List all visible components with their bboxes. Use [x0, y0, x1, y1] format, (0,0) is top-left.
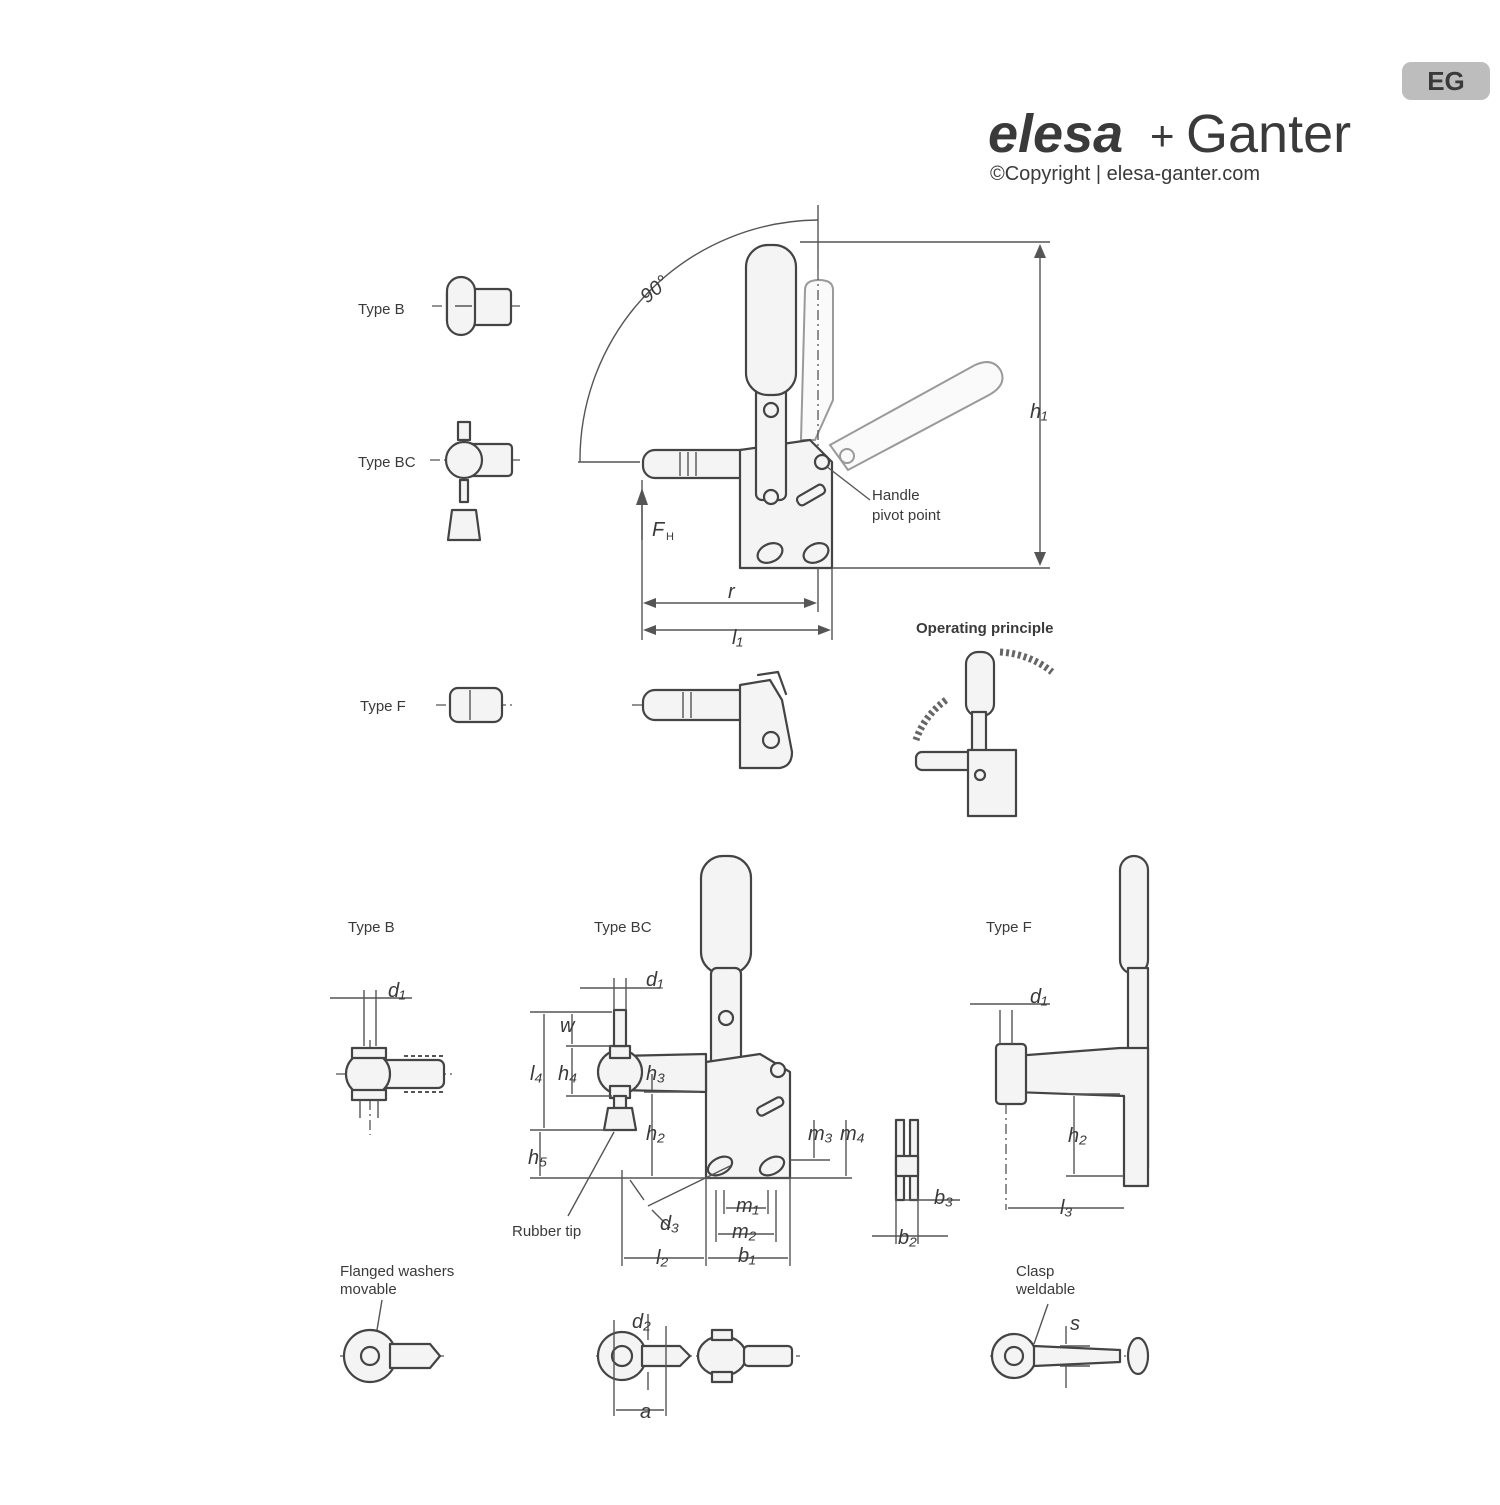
handle-pivot-label-2: pivot point: [872, 507, 941, 524]
flanged-label-1: Flanged washers: [340, 1263, 454, 1280]
dim-fh: F: [652, 519, 666, 541]
dim-m1: m₁: [736, 1195, 759, 1217]
dim-m3: m₃: [808, 1123, 833, 1145]
eg-badge-icon: [1402, 62, 1490, 100]
clasp-weldable-view: Clasp weldable s: [990, 1263, 1150, 1388]
dim-s: s: [1070, 1313, 1080, 1335]
operating-principle-label: Operating principle: [916, 620, 1054, 637]
flanged-label-2: movable: [340, 1281, 397, 1298]
brand-copyright: ©Copyright | elesa-ganter.com: [990, 163, 1260, 185]
dim-l2: l₂: [656, 1247, 668, 1269]
eg-badge-text: EG: [1427, 66, 1465, 96]
type-bc-top-bottom-view: a d₂: [596, 1311, 800, 1423]
dim-m2: m₂: [732, 1221, 757, 1243]
dim-w: w: [560, 1015, 576, 1037]
rubber-tip-label: Rubber tip: [512, 1223, 581, 1240]
clasp-label-1: Clasp: [1016, 1263, 1054, 1280]
dim-d2: d₂: [632, 1311, 651, 1333]
brand-name-right: Ganter: [1186, 104, 1351, 164]
operating-principle: Operating principle: [912, 620, 1055, 818]
type-f-top-view: Type F: [360, 686, 516, 724]
base-thickness-detail: b₂ b₃: [872, 1118, 960, 1249]
type-bc-label: Type BC: [358, 454, 416, 471]
dim-h2-f: h₂: [1068, 1125, 1087, 1147]
clasp-label-2: weldable: [1015, 1281, 1075, 1298]
angle-label: 90°: [636, 272, 673, 308]
main-side-view: 90° h₁ F H: [578, 205, 1050, 649]
type-bc-detail-label: Type BC: [594, 919, 652, 936]
dim-l3: l₃: [1060, 1197, 1072, 1219]
dim-l4: l₄: [530, 1063, 542, 1085]
dim-h4: h₄: [558, 1063, 577, 1085]
type-f-label: Type F: [360, 698, 406, 715]
type-b-top-view: Type B: [358, 275, 520, 337]
dim-b3: b₃: [934, 1187, 953, 1209]
dim-b1: b₁: [738, 1245, 755, 1267]
dim-h5: h₅: [528, 1147, 547, 1169]
type-bc-detail: Type BC d₁ w l₄: [512, 854, 865, 1269]
dim-fh-sub: H: [666, 531, 674, 543]
type-bc-top-view: Type BC: [358, 420, 520, 542]
brand-logo: EG elesa + Ganter ©Copyright | elesa-gan…: [988, 62, 1490, 185]
dim-h3: h₃: [646, 1063, 665, 1085]
dim-d3: d₃: [660, 1213, 679, 1235]
dim-a: a: [640, 1401, 651, 1423]
dim-d1-b: d₁: [388, 980, 405, 1002]
dim-l1: l₁: [732, 627, 743, 649]
dim-r: r: [728, 581, 736, 603]
type-b-detail: Type B d₁: [330, 919, 452, 1135]
dim-h2-bc: h₂: [646, 1123, 665, 1145]
brand-name-left: elesa: [988, 104, 1123, 164]
flanged-washers-view: Flanged washers movable: [340, 1263, 454, 1384]
type-b-detail-label: Type B: [348, 919, 395, 936]
dim-m4: m₄: [840, 1123, 865, 1145]
type-f-side-view: [632, 670, 794, 770]
dim-h1: h₁: [1030, 401, 1047, 423]
dim-b2: b₂: [898, 1227, 917, 1249]
type-f-detail-label: Type F: [986, 919, 1032, 936]
type-b-label: Type B: [358, 301, 405, 318]
dim-d1-f: d₁: [1030, 986, 1047, 1008]
handle-pivot-label-1: Handle: [872, 487, 920, 504]
brand-plus: +: [1150, 112, 1175, 159]
dim-d1-bc: d₁: [646, 969, 663, 991]
type-f-detail: Type F d₁ h₂ l₃: [970, 854, 1150, 1219]
